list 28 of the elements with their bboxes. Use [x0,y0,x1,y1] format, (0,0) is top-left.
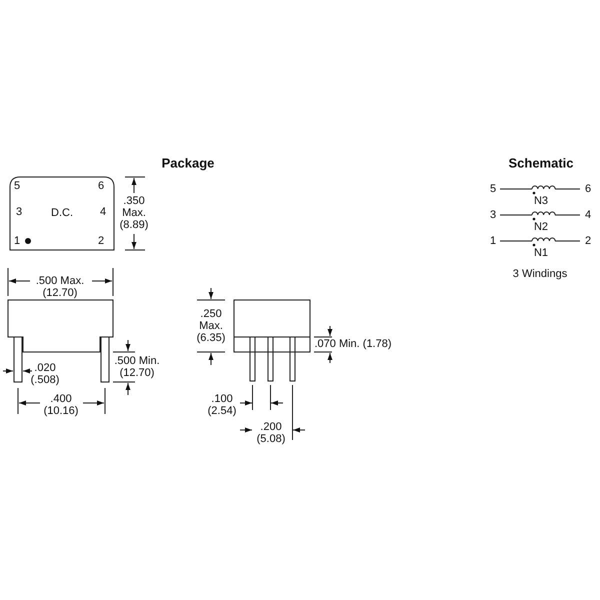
dimension-label: .400 (10.16) [42,393,80,417]
pin-number: 5 [14,180,20,192]
section-heading: Package [162,156,214,170]
dimension-label: .500 Max. (12.70) [34,275,86,299]
pin-number: 1 [14,235,20,247]
date-code-label: D.C. [51,207,73,219]
winding-label: N3 [534,195,548,207]
pin-number: 2 [584,235,592,247]
pin-number: 2 [98,235,104,247]
dimension-label: .200 (5.08) [256,421,286,445]
pin-number: 4 [584,209,592,221]
dimension-label: .020 (.508) [30,362,60,386]
pin-number: 6 [584,183,592,195]
pin-number: 6 [98,180,104,192]
dimension-label: .350 Max. (8.89) [118,195,150,231]
dimension-label: .100 (2.54) [206,393,238,417]
dimension-label: .070 Min. (1.78) [314,338,392,350]
winding-label: N1 [534,247,548,259]
pin-number: 5 [490,183,496,195]
winding-label: N2 [534,221,548,233]
pin-number: 1 [490,235,496,247]
pin-number: 3 [16,206,22,218]
caption: 3 Windings [512,268,568,280]
dimension-label: .250 Max. (6.35) [196,308,226,344]
section-heading: Schematic [508,156,574,170]
pin-number: 3 [490,209,496,221]
pin-number: 4 [100,206,106,218]
dimension-label: .500 Min. (12.70) [113,355,161,379]
